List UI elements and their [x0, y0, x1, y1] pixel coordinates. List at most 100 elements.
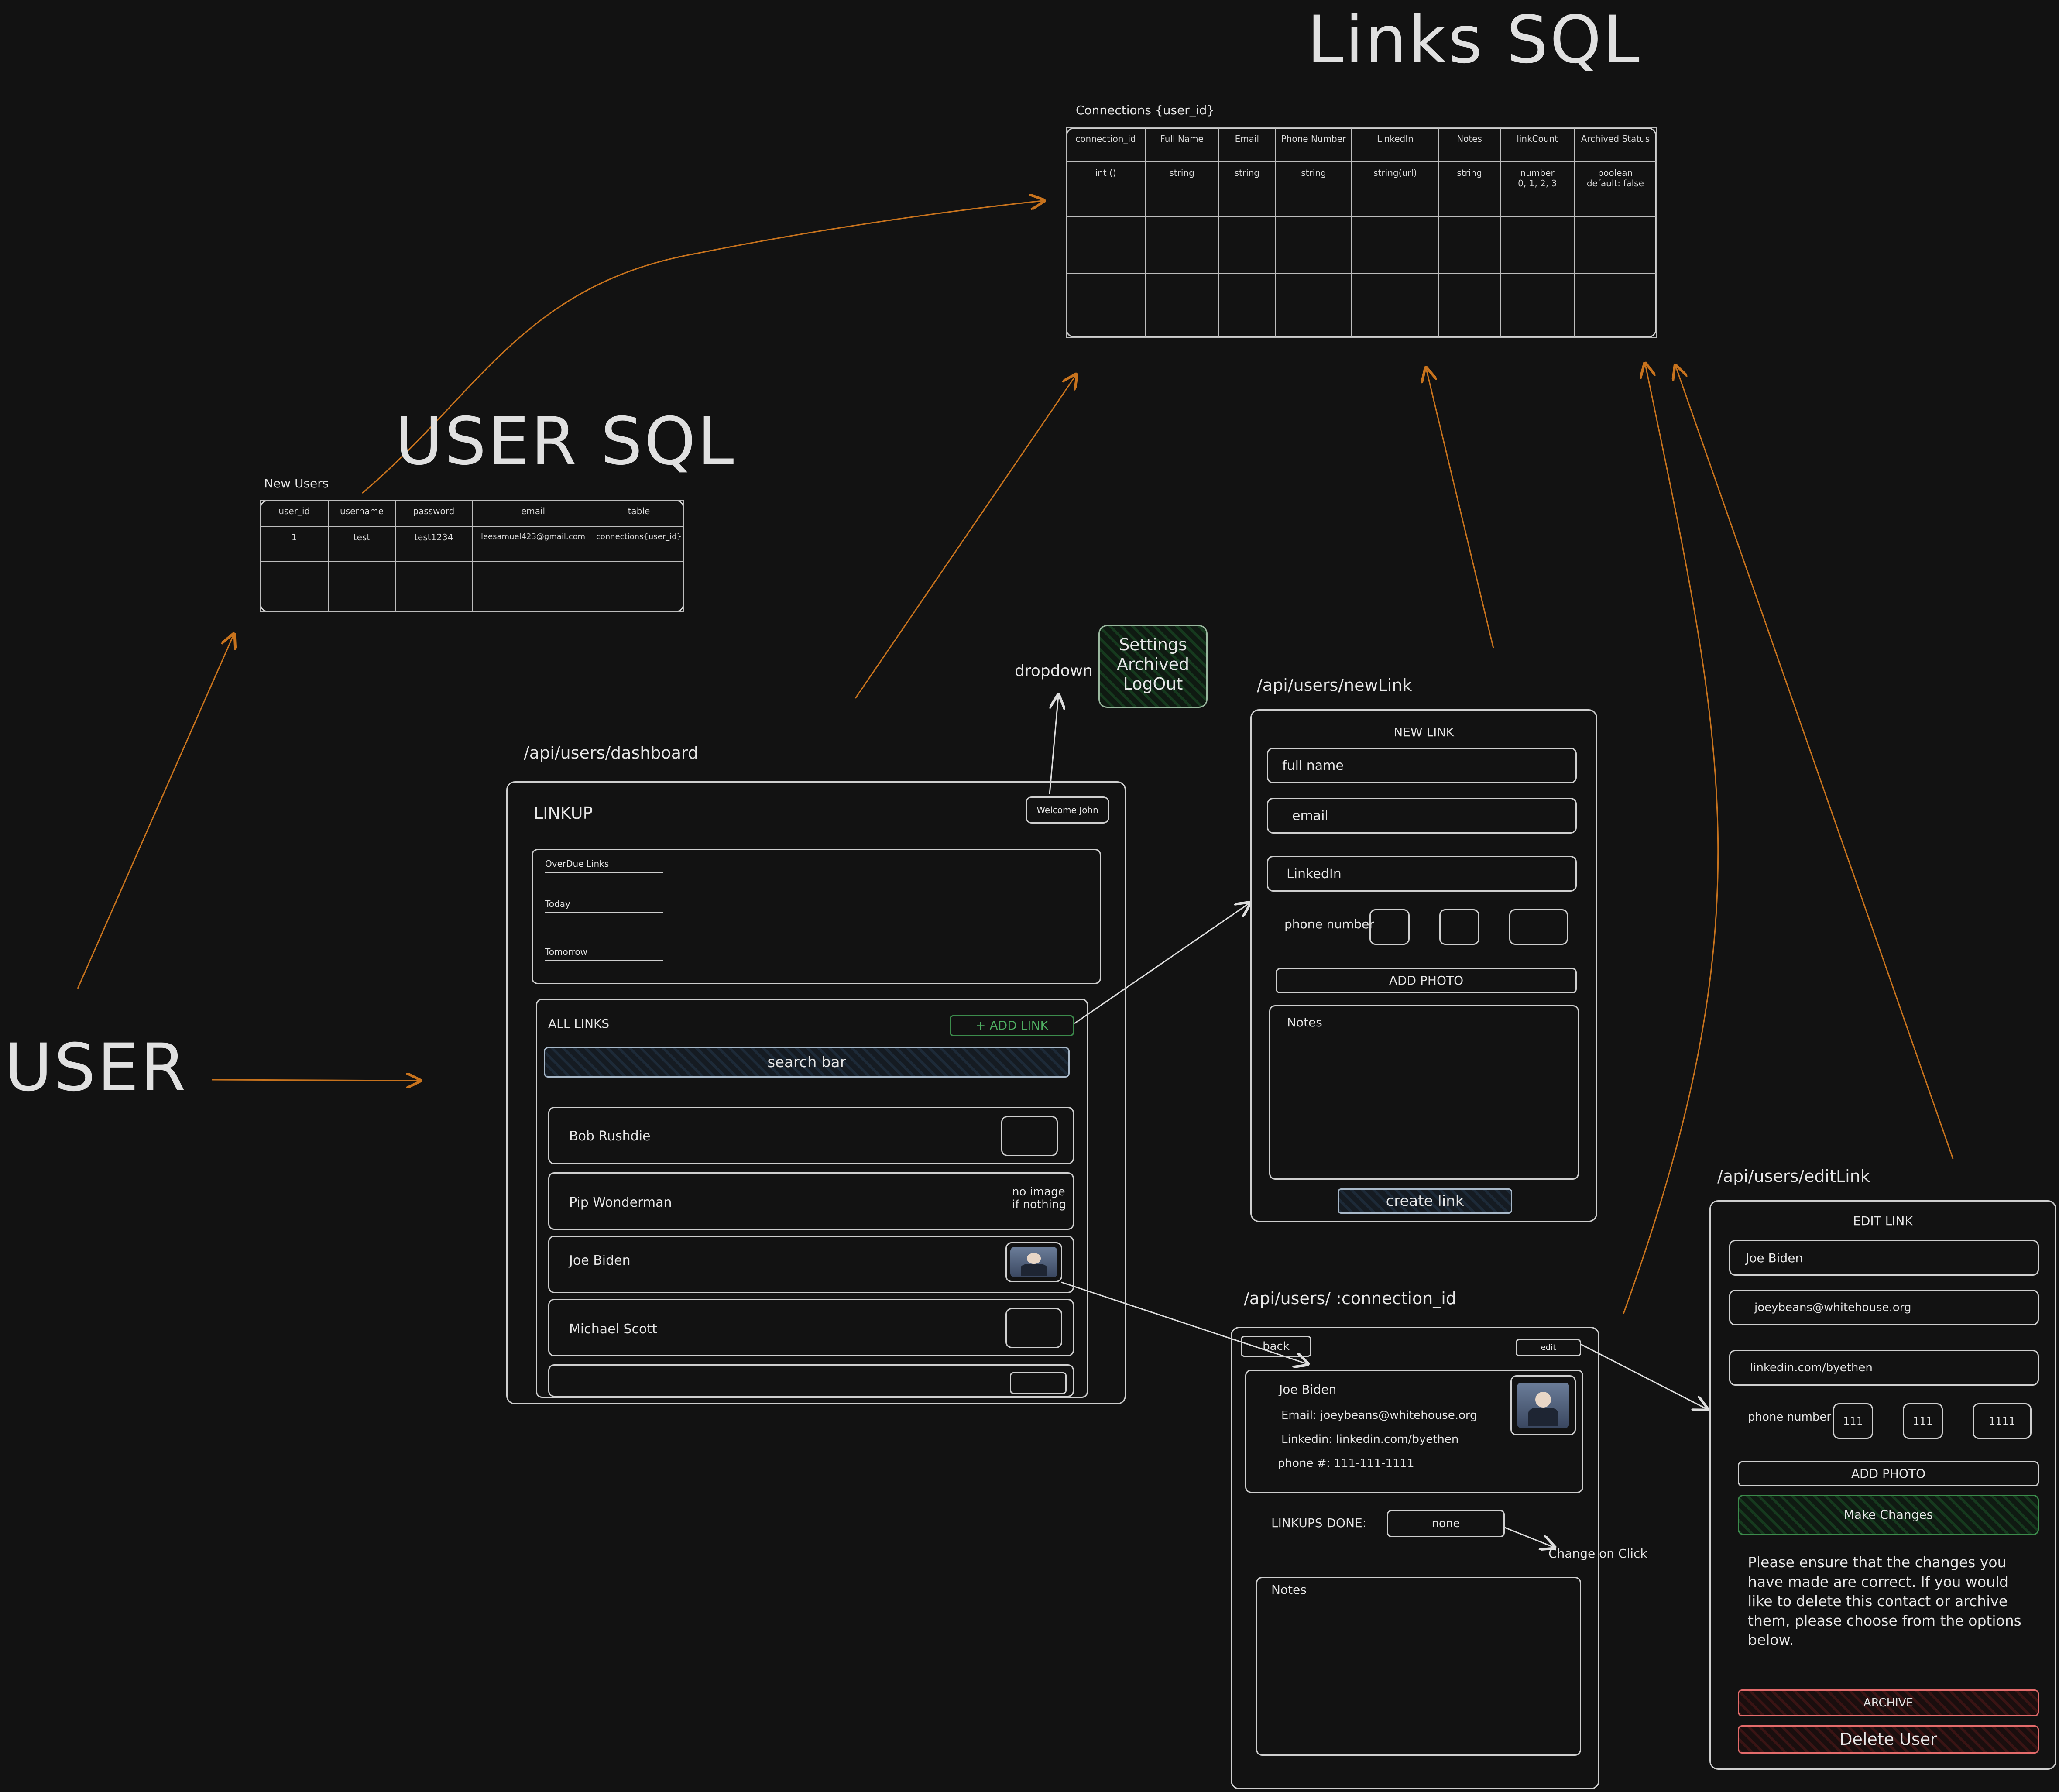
edit-name-input[interactable]: Joe Biden: [1729, 1240, 2039, 1276]
edit-name-value: Joe Biden: [1746, 1251, 1803, 1265]
edit-phone-area[interactable]: 111: [1833, 1403, 1873, 1439]
phone-area-input[interactable]: [1369, 909, 1410, 945]
link-row[interactable]: Pip Wonderman no image if nothing: [548, 1172, 1074, 1230]
user-title: USER: [4, 1030, 188, 1106]
archive-button[interactable]: ARCHIVE: [1738, 1689, 2039, 1716]
connections-type-row: int () string string string string(url) …: [1065, 161, 1657, 217]
edit-email-value: joeybeans@whitehouse.org: [1754, 1301, 1911, 1314]
arrow-editlink-to-linkssql: [1676, 367, 1954, 1159]
welcome-button[interactable]: Welcome John: [1026, 796, 1109, 824]
arrow-dashboard-to-linkssql: [854, 375, 1076, 699]
contact-name: Joe Biden: [1279, 1382, 1337, 1397]
contact-phone: phone #: 111-111-1111: [1278, 1457, 1414, 1470]
data-cell: leesamuel423@gmail.com: [472, 526, 594, 562]
dashboard-route: /api/users/dashboard: [524, 743, 699, 762]
link-image-placeholder: [1005, 1308, 1062, 1348]
link-row[interactable]: Michael Scott: [548, 1299, 1074, 1356]
link-row[interactable]: [548, 1364, 1074, 1397]
user-sql-title: USER SQL: [395, 404, 736, 480]
links-sql-title: Links SQL: [1307, 2, 1641, 78]
overdue-heading: OverDue Links: [545, 858, 609, 869]
all-links-heading: ALL LINKS: [548, 1016, 610, 1031]
notes-textarea[interactable]: Notes: [1269, 1005, 1579, 1180]
dropdown-label: dropdown: [1015, 662, 1093, 680]
header-cell: user_id: [260, 500, 329, 527]
link-name: Michael Scott: [569, 1322, 657, 1337]
linkups-done-toggle[interactable]: none: [1387, 1510, 1505, 1537]
type-cell: string: [1438, 161, 1501, 217]
divider: [545, 960, 663, 961]
link-row[interactable]: Bob Rushdie: [548, 1107, 1074, 1164]
add-photo-button[interactable]: ADD PHOTO: [1276, 968, 1577, 993]
back-button[interactable]: back: [1241, 1336, 1311, 1357]
edit-warning-message: Please ensure that the changes you have …: [1748, 1554, 2021, 1649]
editlink-route: /api/users/editLink: [1717, 1167, 1870, 1186]
connections-table: connection_id Full Name Email Phone Numb…: [1065, 127, 1657, 338]
dropdown-item-logout[interactable]: LogOut: [1123, 674, 1183, 693]
edit-email-input[interactable]: joeybeans@whitehouse.org: [1729, 1290, 2039, 1325]
data-cell: connections{user_id}: [593, 526, 685, 562]
data-cell: 1: [260, 526, 329, 562]
divider: [545, 872, 663, 873]
phone-prefix-input[interactable]: [1439, 909, 1479, 945]
header-cell: Archived Status: [1574, 127, 1657, 162]
edit-phone-line[interactable]: 1111: [1973, 1403, 2032, 1439]
dropdown-menu[interactable]: Settings Archived LogOut: [1098, 625, 1208, 708]
edit-button[interactable]: edit: [1516, 1339, 1581, 1356]
header-cell: Full Name: [1145, 127, 1219, 162]
link-row[interactable]: Joe Biden: [548, 1236, 1074, 1293]
connections-header-row: connection_id Full Name Email Phone Numb…: [1065, 127, 1657, 162]
phone-line-input[interactable]: [1509, 909, 1568, 945]
arrow-connection-to-linkssql: [1623, 364, 1719, 1314]
newlink-title: NEW LINK: [1393, 725, 1454, 739]
header-cell: table: [593, 500, 685, 527]
photo-image: [1517, 1383, 1569, 1428]
type-cell: string: [1145, 161, 1219, 217]
header-cell: connection_id: [1065, 127, 1146, 162]
dropdown-item-archived[interactable]: Archived: [1116, 655, 1190, 674]
arrow-usersql-to-linkssql: [362, 201, 1043, 494]
connections-empty-row: [1065, 273, 1657, 338]
link-name: Pip Wonderman: [569, 1195, 672, 1210]
notes-label: Notes: [1271, 1583, 1307, 1597]
link-photo: [1005, 1242, 1062, 1282]
data-cell: test: [328, 526, 396, 562]
arrow-joe-to-connection: [1061, 1281, 1307, 1364]
phone-label: phone number: [1284, 917, 1374, 931]
linkedin-placeholder: LinkedIn: [1287, 866, 1342, 882]
photo-image: [1010, 1247, 1057, 1277]
link-name: Joe Biden: [569, 1253, 631, 1268]
delete-user-button[interactable]: Delete User: [1738, 1725, 2039, 1754]
type-cell: string: [1275, 161, 1352, 217]
add-link-button[interactable]: + ADD LINK: [950, 1015, 1074, 1036]
create-link-button[interactable]: create link: [1338, 1188, 1512, 1214]
full-name-input[interactable]: full name: [1267, 748, 1577, 783]
type-cell: int (): [1065, 161, 1146, 217]
email-input[interactable]: email: [1267, 798, 1577, 834]
connection-notes[interactable]: Notes: [1256, 1577, 1581, 1756]
users-caption: New Users: [264, 476, 329, 491]
make-changes-button[interactable]: Make Changes: [1738, 1495, 2039, 1535]
edit-phone-prefix[interactable]: 111: [1903, 1403, 1943, 1439]
data-cell: test1234: [395, 526, 473, 562]
edit-phone-label: phone number: [1748, 1411, 1832, 1424]
editlink-frame: EDIT LINK Joe Biden joeybeans@whitehouse…: [1709, 1200, 2056, 1770]
header-cell: Phone Number: [1275, 127, 1352, 162]
header-cell: linkCount: [1500, 127, 1575, 162]
users-empty-row: [260, 561, 685, 612]
all-links-panel: ALL LINKS + ADD LINK search bar Bob Rush…: [536, 999, 1088, 1398]
connection-route: /api/users/ :connection_id: [1244, 1289, 1456, 1308]
search-input[interactable]: search bar: [544, 1047, 1070, 1078]
brand-logo: LINKUP: [534, 803, 593, 823]
dropdown-item-settings[interactable]: Settings: [1119, 635, 1187, 654]
edit-linkedin-input[interactable]: linkedin.com/byethen: [1729, 1350, 2039, 1386]
type-cell: boolean default: false: [1574, 161, 1657, 217]
users-table: user_id username password email table 1 …: [260, 500, 685, 612]
no-image-note: no image if nothing: [1012, 1185, 1066, 1211]
connection-frame: back edit Joe Biden Email: joeybeans@whi…: [1231, 1327, 1599, 1789]
header-cell: Email: [1218, 127, 1276, 162]
linkedin-input[interactable]: LinkedIn: [1267, 856, 1577, 892]
edit-add-photo-button[interactable]: ADD PHOTO: [1738, 1461, 2039, 1486]
